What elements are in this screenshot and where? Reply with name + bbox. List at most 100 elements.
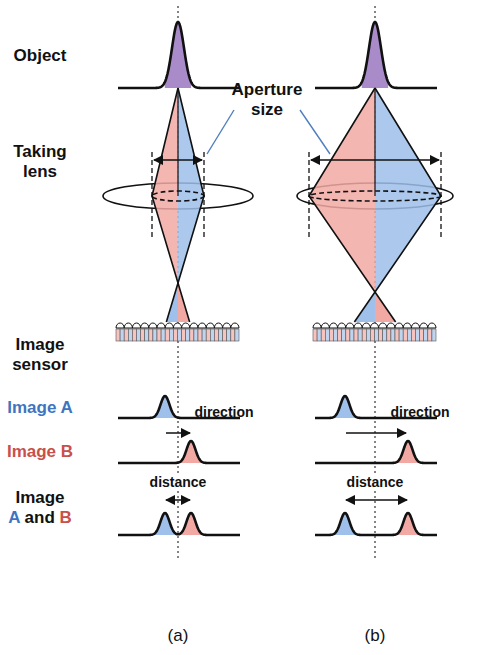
microlens xyxy=(214,323,222,328)
photodiode-b xyxy=(411,329,415,341)
direction-arrow xyxy=(166,432,190,434)
image-ab-curve-fill xyxy=(155,513,175,535)
photodiode-b xyxy=(214,329,218,341)
microlens xyxy=(173,323,181,328)
row-label: Image A xyxy=(7,398,73,418)
photodiode-a xyxy=(128,329,132,341)
microlens xyxy=(428,323,436,328)
photodiode-a xyxy=(375,329,379,341)
microlens xyxy=(321,323,329,328)
photodiode-a xyxy=(424,329,428,341)
photodiode-a xyxy=(145,329,149,341)
direction-arrow xyxy=(346,432,406,434)
ray-cone-a xyxy=(375,88,441,292)
aperture-arrow xyxy=(311,159,439,161)
image-ab-curve-fill xyxy=(335,513,355,535)
photodiode-b xyxy=(403,329,407,341)
aperture-limit xyxy=(308,152,309,240)
object-curve-fill xyxy=(165,22,191,88)
aperture-limit xyxy=(151,152,152,240)
photodiode-a xyxy=(334,329,338,341)
microlens xyxy=(354,323,362,328)
direction-label: direction xyxy=(194,404,253,420)
microlens xyxy=(338,323,346,328)
photodiode-a xyxy=(416,329,420,341)
photodiode-a xyxy=(186,329,190,341)
photodiode-b xyxy=(165,329,169,341)
photodiode-b xyxy=(116,329,120,341)
microlens xyxy=(124,323,132,328)
microlens xyxy=(411,323,419,328)
photodiode-b xyxy=(329,329,333,341)
photodiode-b xyxy=(190,329,194,341)
distance-label: distance xyxy=(148,474,209,490)
photodiode-a xyxy=(407,329,411,341)
photodiode-b xyxy=(132,329,136,341)
photodiode-b xyxy=(198,329,202,341)
photodiode-a xyxy=(391,329,395,341)
microlens xyxy=(190,323,198,328)
microlens xyxy=(420,323,428,328)
photodiode-b xyxy=(395,329,399,341)
microlens xyxy=(313,323,321,328)
image-a-curve-fill xyxy=(155,396,175,418)
microlens xyxy=(198,323,206,328)
photodiode-a xyxy=(153,329,157,341)
microlens xyxy=(346,323,354,328)
photodiode-b xyxy=(338,329,342,341)
microlens xyxy=(403,323,411,328)
image-a-curve-fill xyxy=(335,396,355,418)
callout-label: Aperture size xyxy=(227,80,307,119)
object-curve-fill xyxy=(362,22,388,88)
ray-cone-b xyxy=(152,88,178,283)
sensor-surface xyxy=(313,327,436,328)
image-ab-curve-fill xyxy=(181,513,201,535)
panel-label: (b) xyxy=(365,626,386,646)
microlens xyxy=(223,323,231,328)
microlens xyxy=(329,323,337,328)
photodiode-b xyxy=(420,329,424,341)
microlens xyxy=(231,323,239,328)
ray-outline xyxy=(166,88,204,322)
row-label: Image B xyxy=(7,442,73,462)
image-ab-curve-fill xyxy=(398,513,418,535)
sensor-surface xyxy=(116,327,239,328)
image-b-curve xyxy=(118,441,240,463)
microlens xyxy=(379,323,387,328)
photodiode-b xyxy=(354,329,358,341)
distance-arrow xyxy=(166,499,190,501)
microlens xyxy=(362,323,370,328)
image-b-curve-fill xyxy=(181,441,201,463)
photodiode-a xyxy=(210,329,214,341)
photodiode-b xyxy=(149,329,153,341)
distance-label: distance xyxy=(345,474,406,490)
photodiode-a xyxy=(342,329,346,341)
microlens xyxy=(132,323,140,328)
leader-line xyxy=(300,110,330,154)
aperture-ring xyxy=(309,191,441,201)
image-b-curve-fill xyxy=(398,441,418,463)
microlens xyxy=(157,323,165,328)
photodiode-b xyxy=(206,329,210,341)
row-label: Image sensor xyxy=(5,335,75,374)
aperture-limit xyxy=(440,152,441,240)
photodiode-a xyxy=(432,329,436,341)
microlens xyxy=(165,323,173,328)
ray-center xyxy=(177,88,178,196)
ray-outline xyxy=(354,88,441,322)
direction-label: direction xyxy=(390,404,449,420)
row-label: Object xyxy=(14,46,67,66)
ray-outline xyxy=(152,88,190,322)
photodiode-b xyxy=(346,329,350,341)
ray-center xyxy=(374,88,375,196)
photodiode-b xyxy=(313,329,317,341)
photodiode-b xyxy=(182,329,186,341)
image-ab-curve xyxy=(118,513,240,535)
photodiode-b xyxy=(362,329,366,341)
row-label: Taking lens xyxy=(5,142,75,181)
leader-line xyxy=(207,110,234,154)
photodiode-b xyxy=(157,329,161,341)
photodiode-a xyxy=(161,329,165,341)
microlens xyxy=(149,323,157,328)
photodiode-b xyxy=(141,329,145,341)
